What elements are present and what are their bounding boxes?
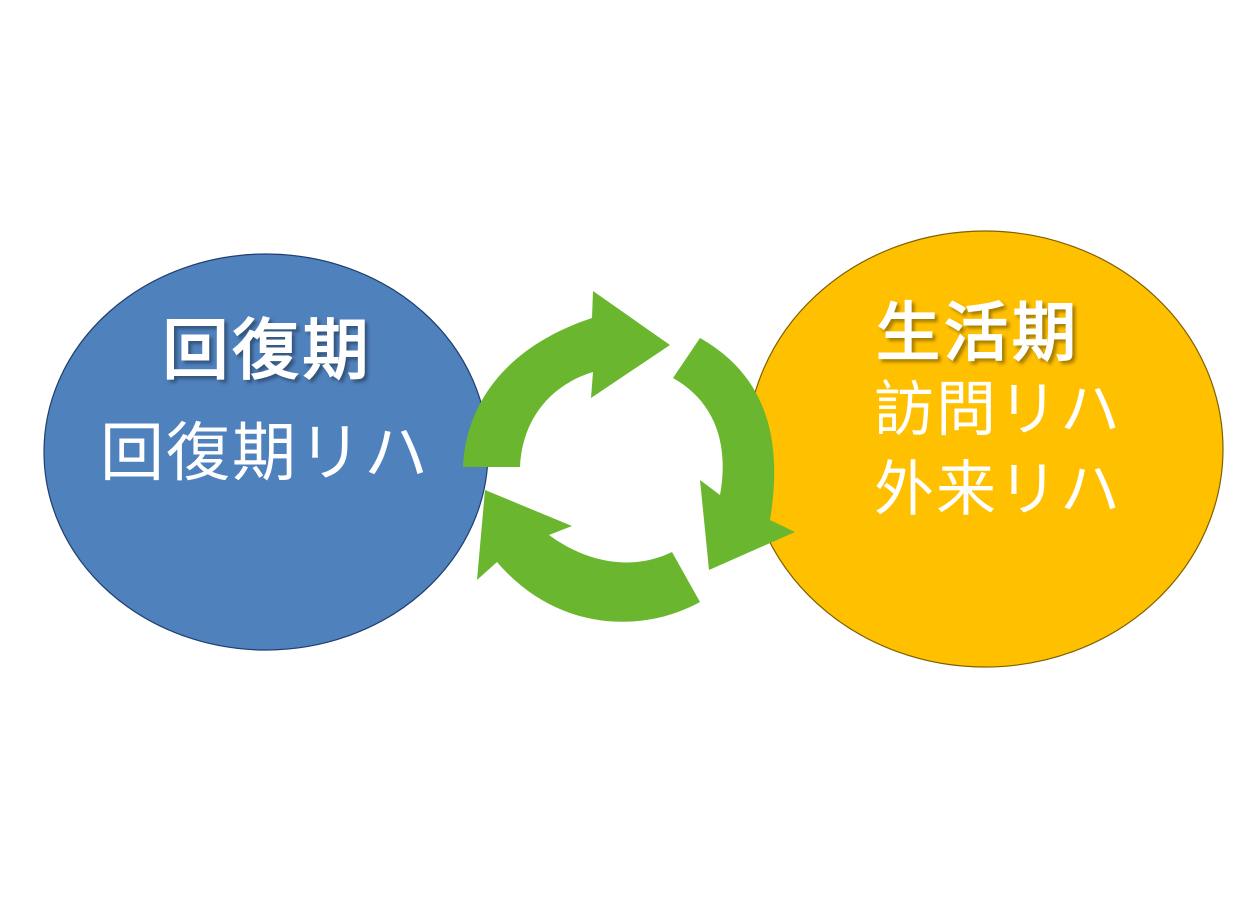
life-phase-title: 生活期 [876,297,1080,371]
recovery-rehab-item: 回復期リハ [100,417,430,491]
cycle-arrow-top-icon [463,291,670,467]
cycle-arrow-right-icon [673,338,795,570]
cycle-arrows-icon [463,291,795,622]
cycle-arrow-bottom-icon [477,490,700,622]
outpatient-rehab-item: 外来リハ [874,455,1122,525]
recovery-phase-title: 回復期 [162,312,373,389]
home-visit-rehab-item: 訪問リハ [874,375,1122,445]
